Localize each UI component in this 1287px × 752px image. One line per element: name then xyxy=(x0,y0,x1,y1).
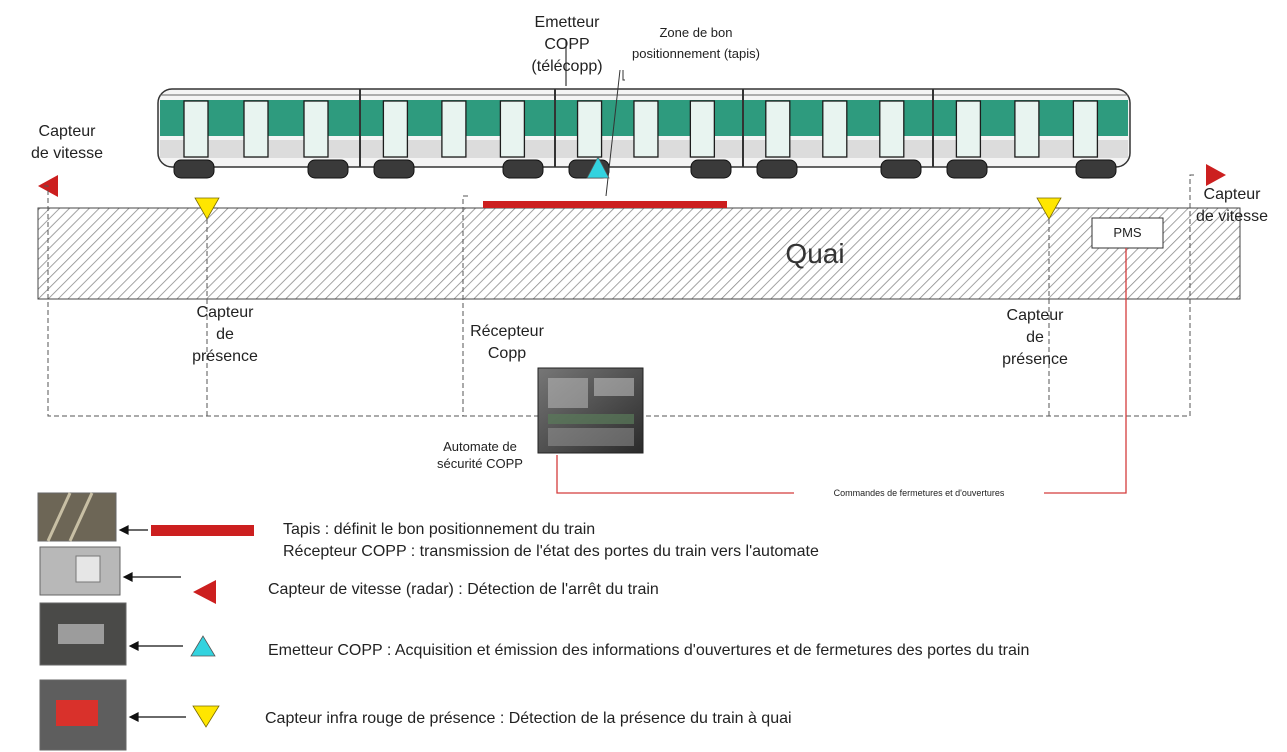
legend-cyan-triangle xyxy=(190,635,216,657)
legend-photo-4 xyxy=(39,679,127,751)
label-recepteur-copp: Récepteur Copp xyxy=(470,323,544,362)
train-door xyxy=(633,100,659,158)
train-bogie xyxy=(756,159,798,179)
train-door xyxy=(576,100,603,158)
label-commandes: Commandes de fermetures et d'ouvertures xyxy=(794,487,1044,499)
train-door xyxy=(765,100,791,158)
legend-photo-3 xyxy=(39,602,127,666)
label-capteur-presence-right: Capteur de présence xyxy=(1002,307,1068,368)
emetteur-triangle xyxy=(586,156,610,179)
train-door xyxy=(955,100,982,158)
train-bogie xyxy=(373,159,415,179)
train-bogie xyxy=(173,159,215,179)
train-door xyxy=(441,100,467,158)
quai-platform xyxy=(37,207,1241,300)
train-door xyxy=(499,100,526,158)
train-bogie xyxy=(1075,159,1117,179)
label-capteur-vitesse-left: Capteur de vitesse xyxy=(30,123,104,162)
label-capteur-vitesse-right: Capteur de vitesse xyxy=(1195,186,1269,225)
legend-photo-2 xyxy=(39,546,121,596)
train-door xyxy=(243,100,269,158)
presence-sensor-right xyxy=(1036,197,1062,220)
train-door xyxy=(1014,100,1040,158)
train-door xyxy=(822,100,848,158)
train-bogie xyxy=(307,159,349,179)
legend-line-capteur-presence: Capteur infra rouge de présence : Détect… xyxy=(265,710,792,727)
train-bogie xyxy=(946,159,988,179)
tapis-bar xyxy=(483,201,727,208)
legend-line-recepteur: Récepteur COPP : transmission de l'état … xyxy=(283,543,819,560)
label-zone-positionnement: Zone de bon positionnement (tapis) xyxy=(632,25,760,61)
presence-sensor-left xyxy=(194,197,220,220)
legend-photo-1 xyxy=(37,492,117,542)
train-door xyxy=(689,100,716,158)
train-bogie xyxy=(502,159,544,179)
train-door xyxy=(1072,100,1099,158)
pms-box xyxy=(1091,217,1164,249)
legend-yellow-triangle xyxy=(192,705,220,728)
train-door xyxy=(382,100,409,158)
label-automate-securite: Automate de sécurité COPP xyxy=(437,439,523,471)
train-door xyxy=(303,100,329,158)
automate-photo xyxy=(537,367,644,454)
train-bogie xyxy=(880,159,922,179)
legend-line-capteur-vitesse: Capteur de vitesse (radar) : Détection d… xyxy=(268,581,659,598)
legend-red-bar xyxy=(151,525,254,536)
metro-train xyxy=(157,88,1131,179)
train-door xyxy=(879,100,905,158)
label-capteur-presence-left: Capteur de présence xyxy=(192,304,258,365)
speed-sensor-right xyxy=(1206,164,1226,186)
label-quai: Quai xyxy=(785,238,845,269)
label-emetteur-copp: Emetteur COPP (télécopp) xyxy=(531,14,603,75)
train-door xyxy=(183,100,209,158)
label-pms: PMS xyxy=(1113,225,1142,240)
legend-line-tapis: Tapis : définit le bon positionnement du… xyxy=(283,521,596,538)
legend-line-emetteur: Emetteur COPP : Acquisition et émission … xyxy=(268,642,1030,659)
legend-red-triangle xyxy=(193,580,216,604)
train-bogie xyxy=(690,159,732,179)
